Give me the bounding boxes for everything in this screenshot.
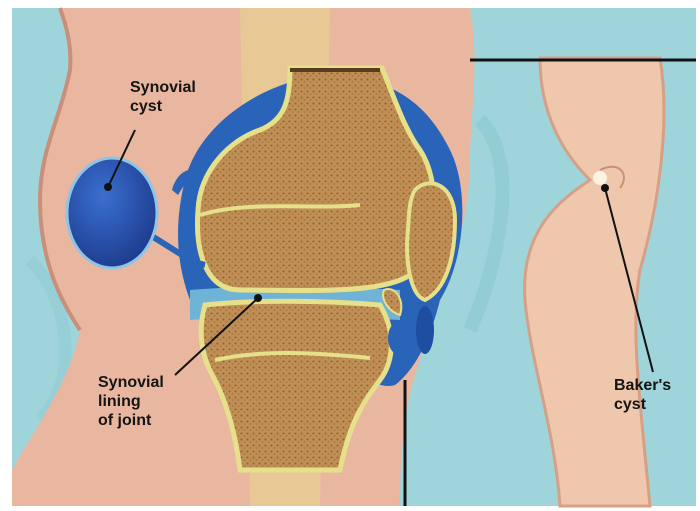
synovial-cyst [67, 158, 157, 268]
label-bakers-cyst-line1: Baker's [614, 376, 671, 395]
bursa-small [388, 322, 408, 354]
label-synovial-cyst-line1: Synovial [130, 78, 196, 97]
label-bakers-cyst-line2: cyst [614, 395, 671, 414]
label-synovial-lining: Synovial lining of joint [98, 373, 164, 430]
bakers-cyst-bump [593, 171, 607, 185]
label-synovial-lining-line2: lining [98, 392, 164, 411]
label-synovial-cyst: Synovial cyst [130, 78, 196, 116]
label-synovial-cyst-line2: cyst [130, 97, 196, 116]
leader-dot-cyst [104, 183, 112, 191]
label-bakers-cyst: Baker's cyst [614, 376, 671, 414]
bursa-front [416, 306, 434, 354]
leader-dot-lining [254, 294, 262, 302]
label-synovial-lining-line3: of joint [98, 411, 164, 430]
leader-dot-baker [601, 184, 609, 192]
label-synovial-lining-line1: Synovial [98, 373, 164, 392]
